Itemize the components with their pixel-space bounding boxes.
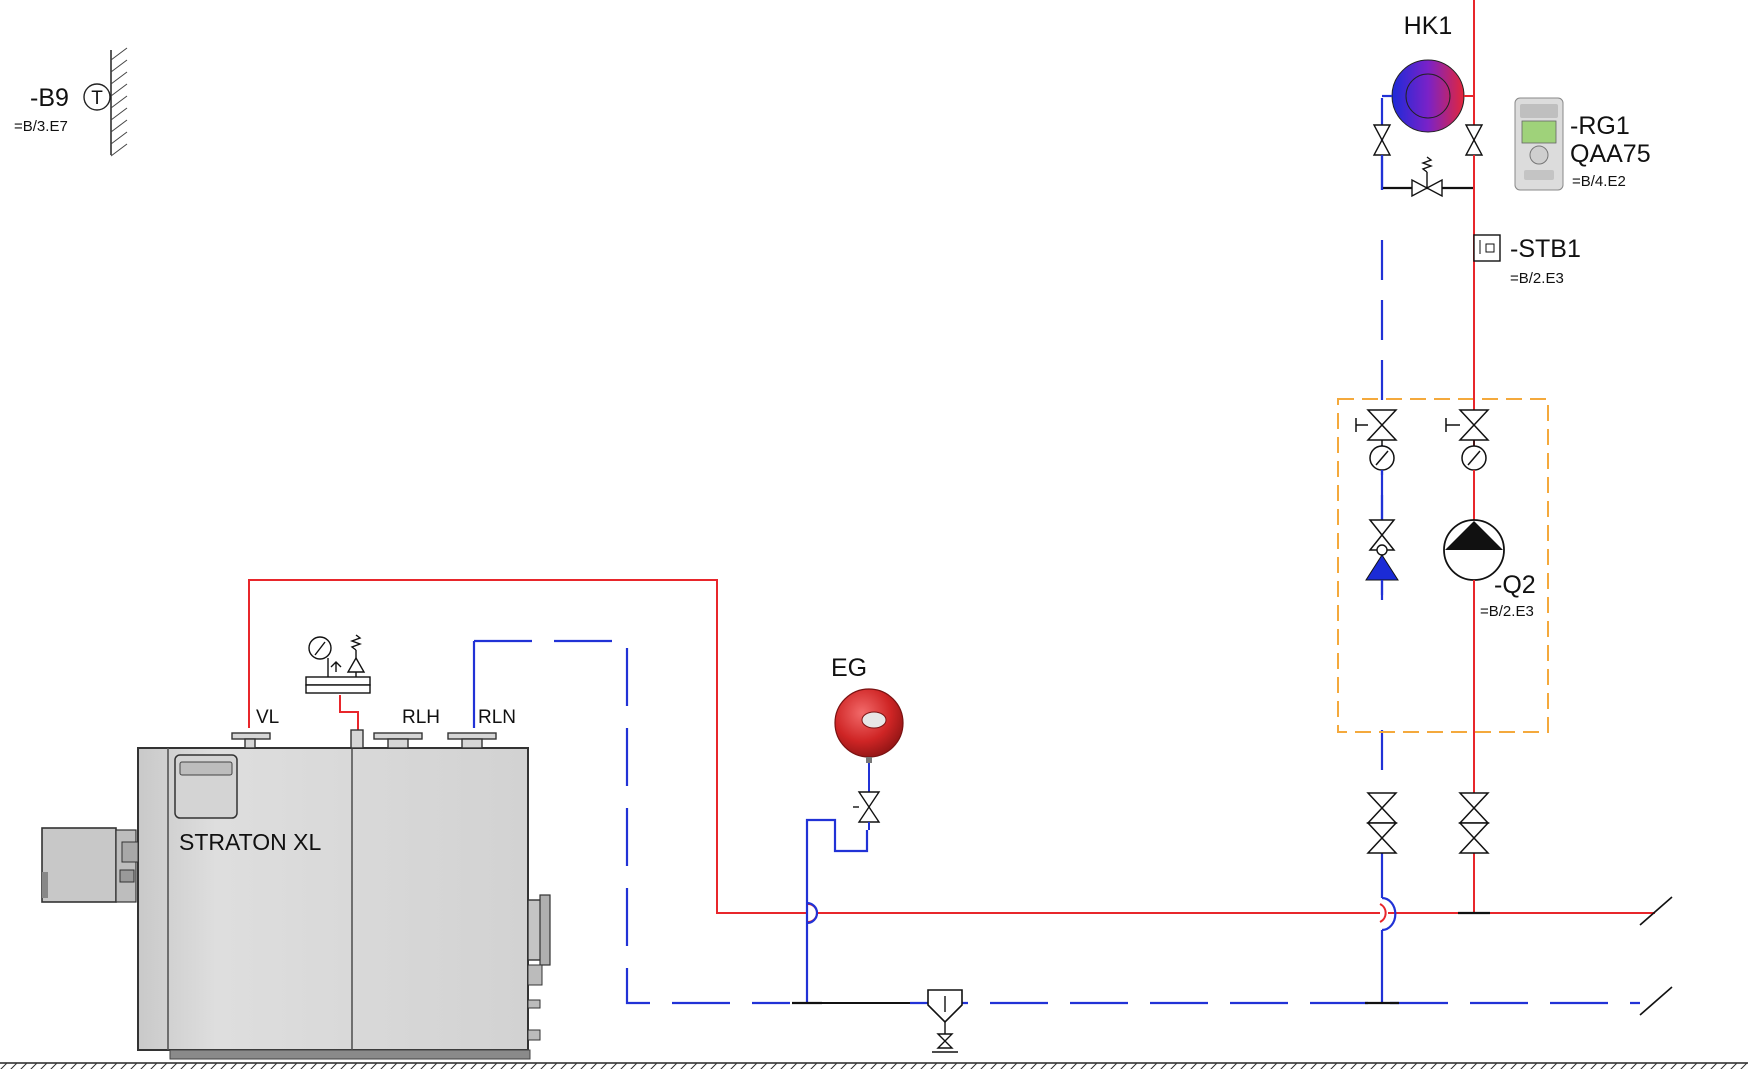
b9-ref: =B/3.E7 [14,118,68,135]
b9-label: -B9 [30,84,69,112]
room-unit-rg1: -RG1 QAA75 =B/4.E2 [1514,97,1651,191]
lower-isolation-valves [1366,792,1490,854]
safety-group [305,634,371,694]
hk1-label: HK1 [1404,12,1453,40]
safety-valve-spring-icon [350,634,362,651]
rg1-label: -RG1 [1570,112,1630,140]
rg1-ref: =B/4.E2 [1572,173,1626,190]
temperature-sensor-icon [83,83,111,111]
stb1-ref: =B/2.E3 [1510,270,1564,287]
eg-label: EG [831,654,867,682]
supply-shutoff-valve [1445,409,1490,471]
q2-label: -Q2 [1494,571,1536,599]
eg-crossing [806,901,819,925]
vl-label: VL [256,707,279,728]
cap-valve-icon [857,791,881,823]
riser-crossing [1381,896,1397,932]
heating-circuit-hk1: HK1 [1382,12,1474,133]
rlh-label: RLH [402,707,440,728]
b9-symbol: T [91,88,103,109]
floor [0,1062,1748,1069]
return-shutoff-valve [1355,409,1398,471]
stb1-label: -STB1 [1510,235,1581,263]
check-valve [1365,470,1399,600]
q2-ref: =B/2.E3 [1480,603,1534,620]
expansion-vessel-eg: EG [831,654,904,830]
dirt-separator [792,989,963,1053]
rln-label: RLN [478,707,516,728]
hk1-isolation-valves [1372,124,1484,156]
rg1-model: QAA75 [1570,140,1651,168]
circulation-pump-q2: -Q2 =B/2.E3 [1443,519,1536,620]
pump-group-frame [1337,398,1549,733]
pipe-break-marks [1639,896,1673,1016]
boiler-label: STRATON XL [179,829,321,855]
boiler-straton-xl: STRATON XL VL RLH RLN [41,707,551,1060]
outdoor-sensor-b9: T -B9 =B/3.E7 [14,47,128,157]
tee-marks [792,186,1490,1005]
overflow-valve [1411,156,1443,198]
safety-thermostat-stb1: -STB1 =B/2.E3 [1473,234,1581,287]
